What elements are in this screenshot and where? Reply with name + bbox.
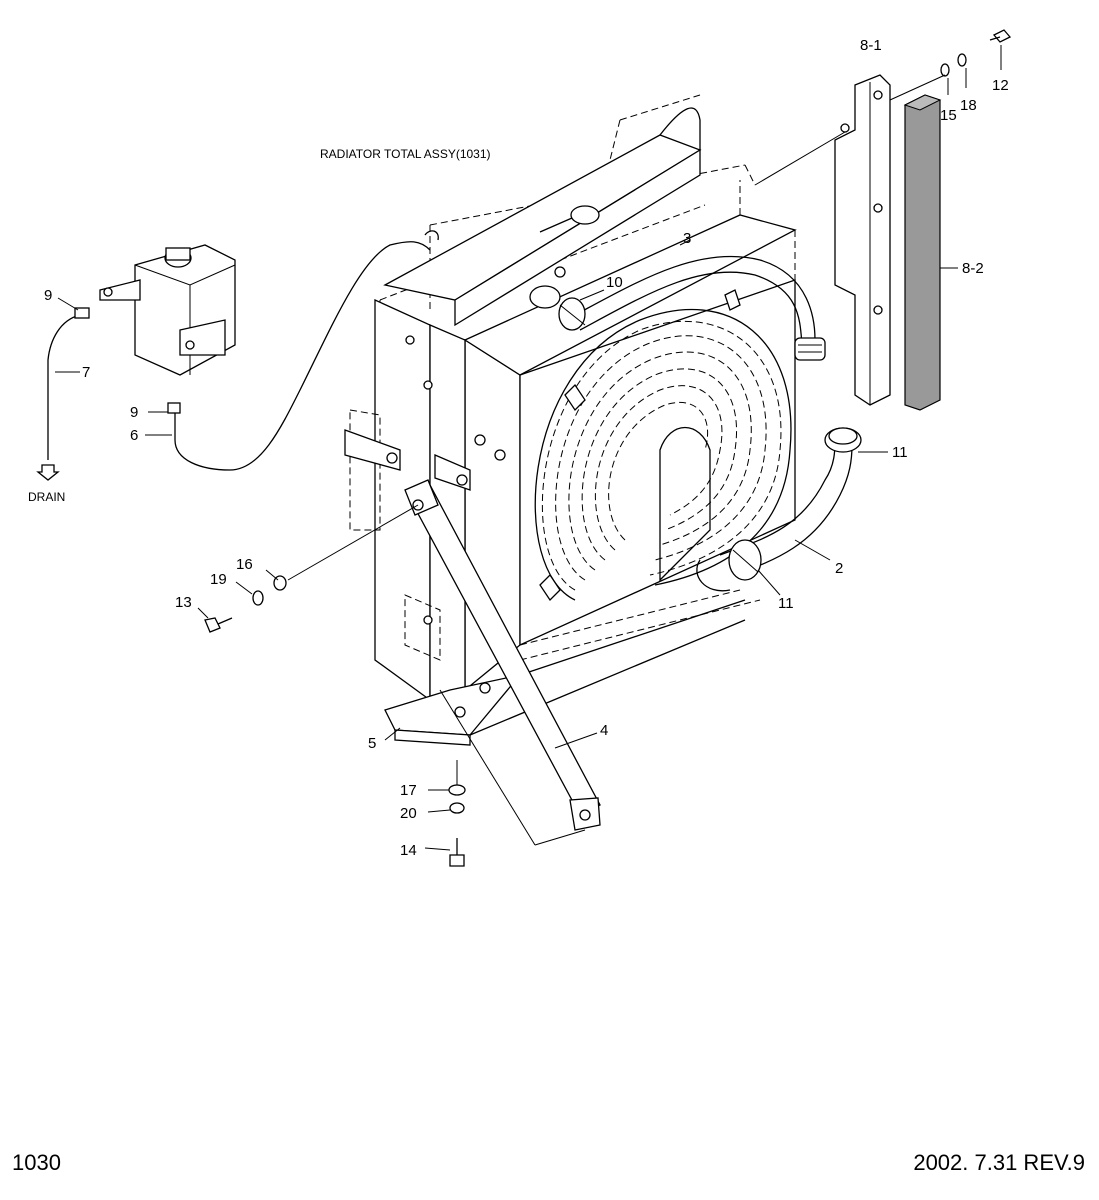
callout-17: 17 — [400, 782, 417, 799]
callout-11-top: 11 — [892, 444, 908, 461]
drain-label: DRAIN — [28, 490, 65, 504]
callout-14: 14 — [400, 842, 417, 859]
lower-hose — [696, 427, 862, 592]
revision-date: 2002. 7.31 REV.9 — [913, 1150, 1085, 1175]
callout-11-bottom: 11 — [778, 595, 794, 612]
side-frame — [344, 298, 471, 702]
callout-13: 13 — [175, 594, 192, 611]
callout-20: 20 — [400, 805, 417, 822]
leader-lines — [55, 45, 1002, 851]
callout-8-2: 8-2 — [962, 260, 984, 277]
fasteners — [204, 29, 1012, 867]
callout-10: 10 — [606, 274, 623, 291]
radiator-core — [379, 94, 797, 692]
callout-15: 15 — [940, 107, 957, 124]
callout-19: 19 — [210, 571, 227, 588]
callout-3: 3 — [683, 230, 691, 247]
seal-bracket — [834, 74, 891, 406]
overflow-pipe — [36, 230, 439, 481]
callout-16: 16 — [236, 556, 253, 573]
callout-7: 7 — [82, 364, 90, 381]
callout-12: 12 — [992, 77, 1009, 94]
page-number: 1030 — [12, 1150, 61, 1175]
fan-shroud-coil — [534, 289, 792, 602]
callout-9-top: 9 — [44, 287, 52, 304]
callout-6: 6 — [130, 427, 138, 444]
callout-9-mid: 9 — [130, 404, 138, 421]
foam-seal — [903, 94, 942, 411]
reserve-tank — [99, 244, 236, 376]
bottom-plate — [384, 599, 746, 746]
assembly-title: RADIATOR TOTAL ASSY(1031) — [320, 147, 491, 161]
upper-hose — [529, 255, 826, 361]
callout-5: 5 — [368, 735, 376, 752]
callout-4: 4 — [600, 722, 608, 739]
callout-2: 2 — [835, 560, 843, 577]
callout-18: 18 — [960, 97, 977, 114]
callout-8-1: 8-1 — [860, 37, 882, 54]
